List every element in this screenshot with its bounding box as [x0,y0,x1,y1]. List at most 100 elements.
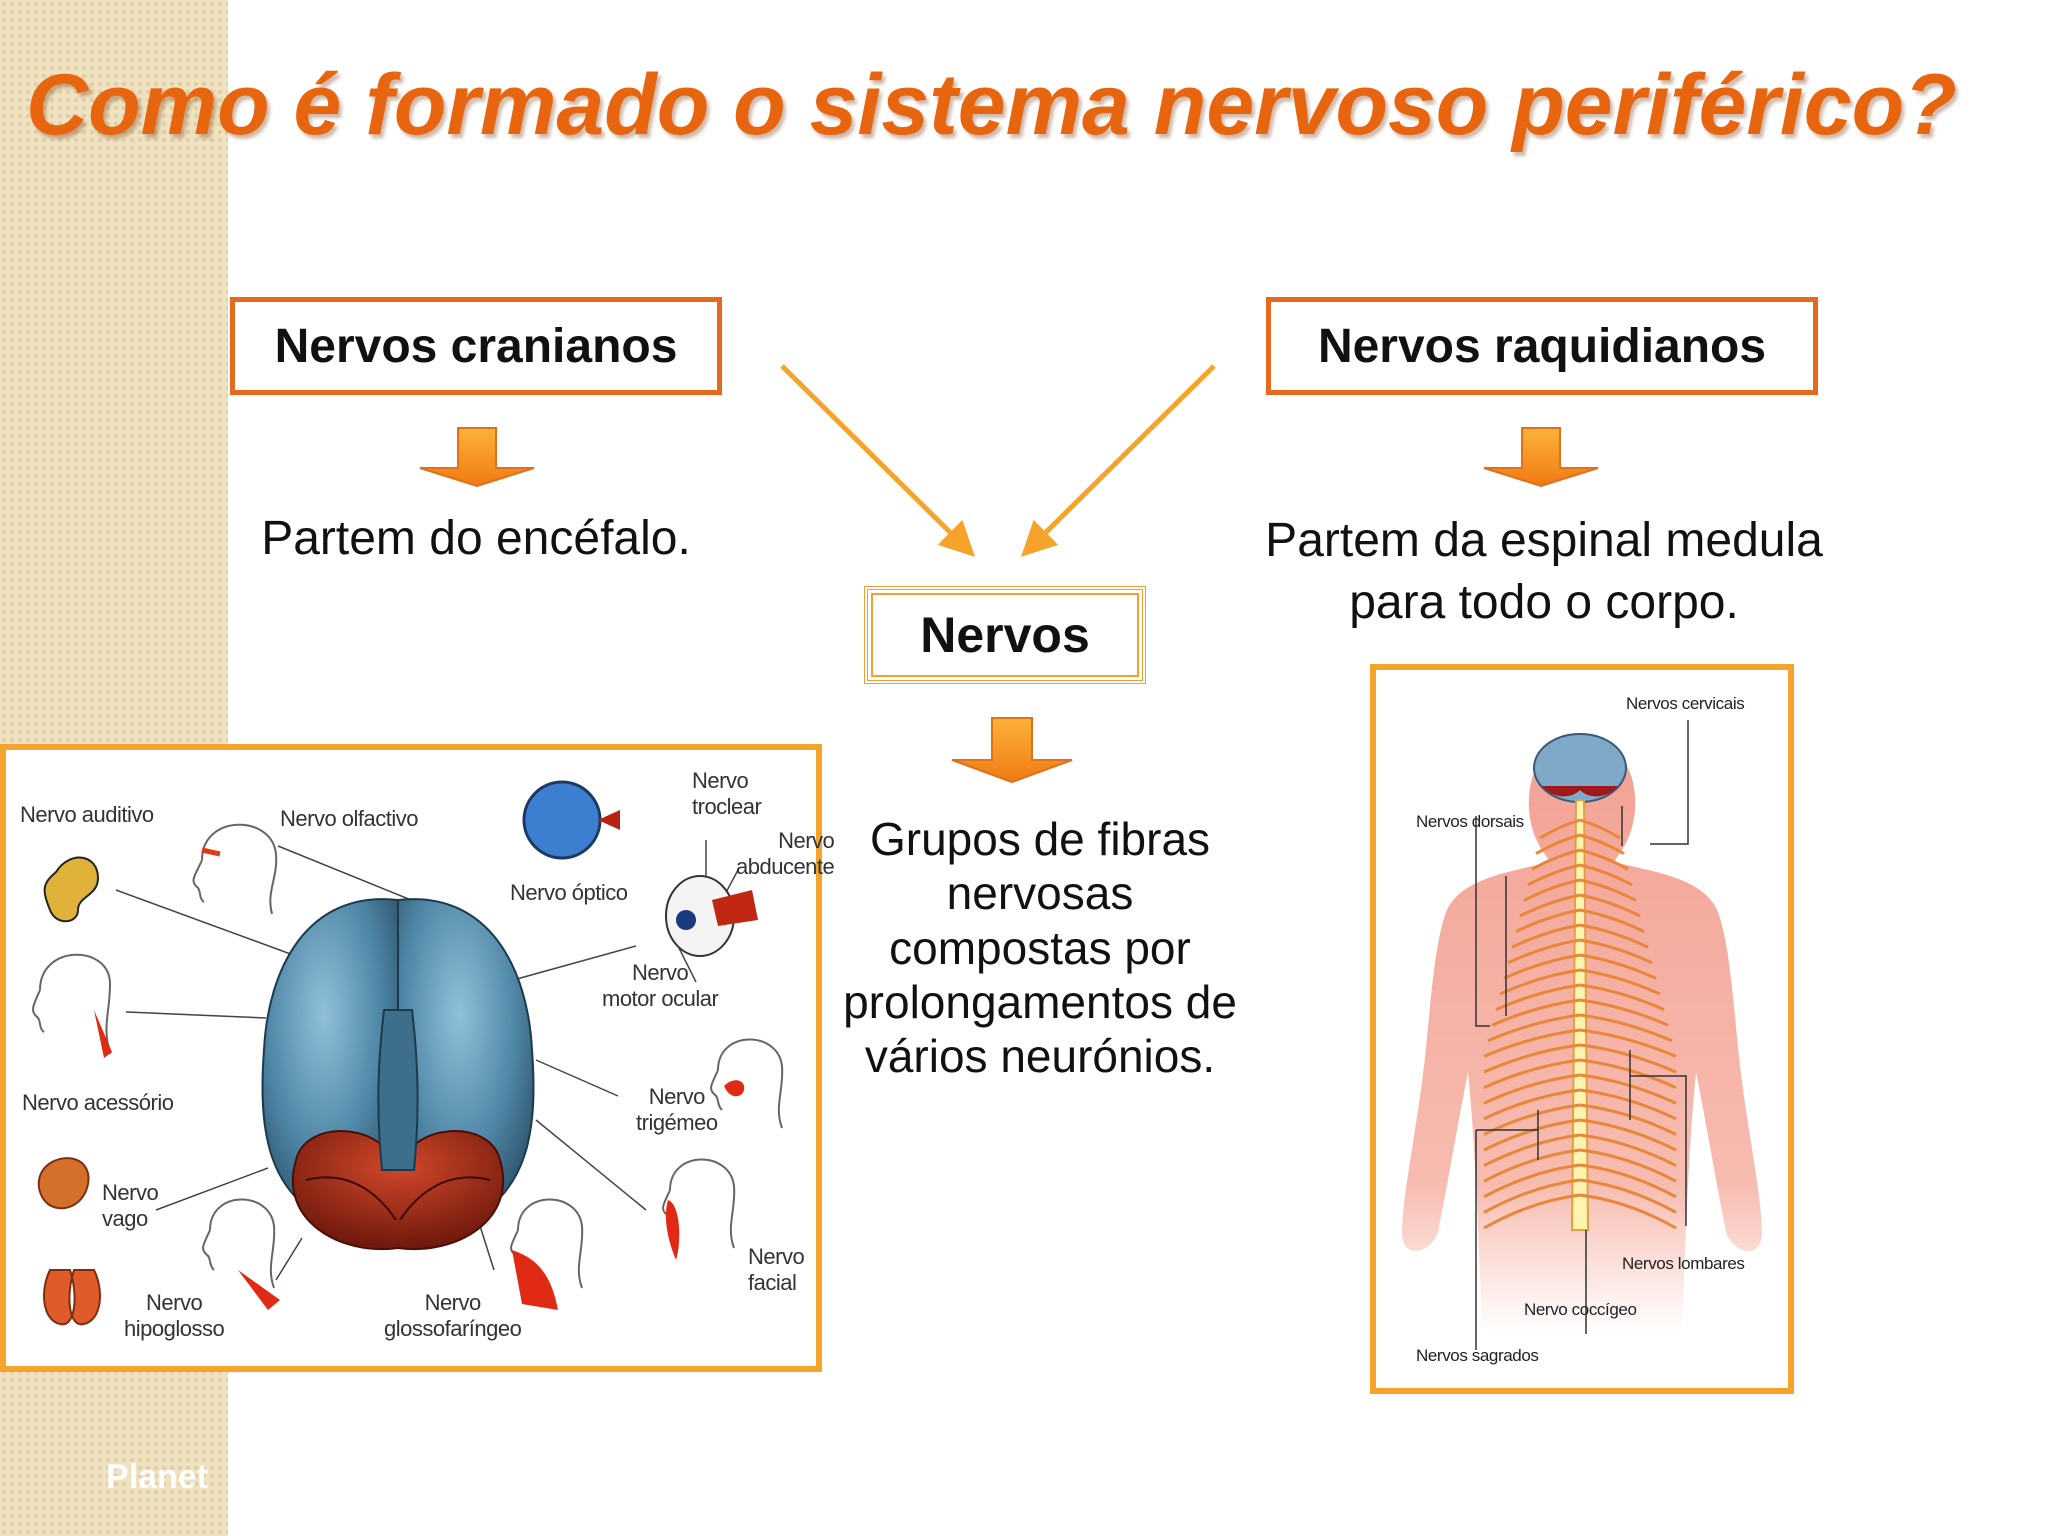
spinal-nerve-branch [1579,908,1645,933]
label-nervo-hipoglosso-line1: Nervo [146,1290,203,1315]
spinal-nerve-branch [1579,998,1669,1027]
spinal-nerve-branch [1579,848,1629,871]
spinal-nerve-branch [1507,938,1581,965]
spinal-nerve-branch [1483,1058,1581,1089]
spinal-nerve-branch [1579,983,1665,1011]
spinal-nerve-branch [1483,1043,1581,1074]
label-nervo-vago: Nervo vago [102,1180,159,1233]
block-arrow-raquidianos [1483,427,1599,488]
spinal-nerve-branch [1531,848,1581,871]
spinal-nerve-branch [1483,1028,1581,1058]
spinal-nerve-branch [1579,878,1637,902]
raquidianos-description: Partem da espinal medula para todo o cor… [1224,510,1864,635]
slide-title: Como é formado o sistema nervoso perifér… [26,57,1957,153]
label-nervo-acessorio: Nervo acessório [22,1090,174,1115]
spinal-nerve-branch [1579,863,1633,887]
label-nervo-hipoglosso-line2: hipoglosso [124,1316,225,1342]
spinal-nerve-branch [1483,1178,1581,1214]
spinal-nerve-branch [1579,818,1621,840]
raquidianos-description-line1: Partem da espinal medula [1265,514,1823,567]
spinal-nerve-branch [1579,1013,1673,1043]
nervos-box: Nervos [864,586,1146,684]
spinal-nerve-branch [1519,893,1581,918]
label-nervo-glosso-line1: Nervo [424,1290,482,1315]
label-nervo-auditivo: Nervo auditivo [20,802,154,827]
spinal-nerve-branch [1527,863,1581,887]
label-nervo-hipoglosso: Nervo hipoglosso [124,1290,225,1343]
spinal-nerve-branch [1523,878,1581,902]
label-nervos-cervicais: Nervos cervicais [1626,694,1745,713]
spinal-nerve-branch [1483,1163,1581,1199]
block-arrow-cranianos [419,427,535,488]
raquidianos-description-line2: para todo o corpo. [1349,576,1739,630]
spinal-nerve-branch [1483,1133,1581,1167]
label-nervo-optico: Nervo óptico [510,880,628,905]
spinal-nerve-branch [1539,818,1581,840]
spinal-nerve-branch [1499,968,1581,996]
label-nervo-facial-line2: facial [748,1270,797,1296]
label-nervo-troclear: Nervo troclear [692,768,762,821]
label-nervo-trigemeo-line2: trigémeo [636,1110,718,1136]
spinal-nerve-branch [1579,953,1657,980]
label-nervo-glossofaringeo: Nervo glossofaríngeo [384,1290,522,1343]
cranianos-description: Partem do encéfalo. [261,512,691,565]
label-nervos-sagrados: Nervos sagrados [1416,1346,1539,1365]
spinal-nerve-branch [1579,1073,1677,1105]
spinal-nerves-illustration: Nervos cervicais Nervos dorsais Nervos l… [1370,664,1794,1394]
spinal-nerve-branch [1483,1148,1581,1183]
label-nervos-lombares: Nervos lombares [1622,1254,1745,1273]
spinal-nerve-branch [1579,938,1653,965]
spinal-nerve-branch [1579,1058,1677,1089]
spine-drawing [1402,720,1762,1350]
spinal-nerve-branch [1579,1133,1677,1167]
arrow-cranianos-to-nervos [780,364,975,557]
spinal-nerve-branch [1579,833,1625,855]
spinal-nerve-branch [1495,983,1581,1011]
block-arrow-nervos [951,717,1073,784]
label-nervos-dorsais: Nervos dorsais [1416,812,1524,831]
label-nervo-olfactivo: Nervo olfactivo [280,806,419,831]
spinal-nerve-branch [1579,968,1661,996]
spinal-nerve-branch [1579,1043,1677,1074]
label-nervo-abducente: Nervo abducente [736,828,835,881]
label-nervo-abducente-line2: abducente [736,854,835,880]
label-nervo-trigemeo: Nervo trigémeo [636,1084,718,1137]
nervos-cranianos-label: Nervos cranianos [274,319,678,373]
cranial-nerves-illustration: Nervo auditivo Nervo olfactivo Nervo tro… [0,744,835,1372]
arrow-raquidianos-to-nervos [1021,364,1216,557]
spinal-nerve-branch [1535,833,1581,855]
label-nervo-glosso-line2: glossofaríngeo [384,1316,522,1342]
spinal-nerve-branch [1579,923,1649,949]
label-nervo-facial-line1: Nervo [748,1244,805,1269]
label-nervo-vago-line1: Nervo [102,1180,159,1205]
nervos-raquidianos-label: Nervos raquidianos [1317,319,1767,373]
nervos-description-line: prolongamentos de [843,975,1237,1028]
spinal-nerve-branch [1483,1073,1581,1105]
spinal-nerve-branch [1579,1178,1677,1214]
nervos-description-line: vários neurónios. [864,1030,1216,1083]
label-nervo-troclear-line2: troclear [692,794,762,820]
spinal-nerve-branch [1503,953,1581,980]
spinal-nerve-branch [1579,1148,1677,1183]
spinal-nerve-branch [1515,908,1581,933]
label-nervo-trigemeo-line1: Nervo [648,1084,706,1109]
spinal-nerve-branch [1579,1103,1677,1136]
spinal-nerve-branch [1511,923,1581,949]
nervos-description: Grupos de fibras nervosas compostas por … [832,812,1248,1083]
spinal-nerve-branch [1579,893,1641,918]
spinal-nerve-branch [1579,1193,1677,1230]
label-nervo-coccigeo: Nervo coccígeo [1524,1300,1637,1319]
spinal-nerve-branch [1483,1088,1581,1121]
brain-drawing [32,780,784,1326]
nervos-label: Nervos [920,607,1090,663]
label-nervo-motor-ocular: Nervo motor ocular [602,960,719,1013]
spinal-nerve-branch [1579,1118,1677,1152]
nervos-description-line: nervosas [946,867,1134,920]
footer-text: Planet [106,1458,209,1496]
nervos-raquidianos-box: Nervos raquidianos [1266,297,1818,395]
label-nervo-facial: Nervo facial [748,1244,805,1297]
label-nervo-motor-line2: motor ocular [602,986,719,1012]
spinal-nerve-branch [1579,1088,1677,1121]
spinal-nerve-branch [1579,1028,1677,1058]
